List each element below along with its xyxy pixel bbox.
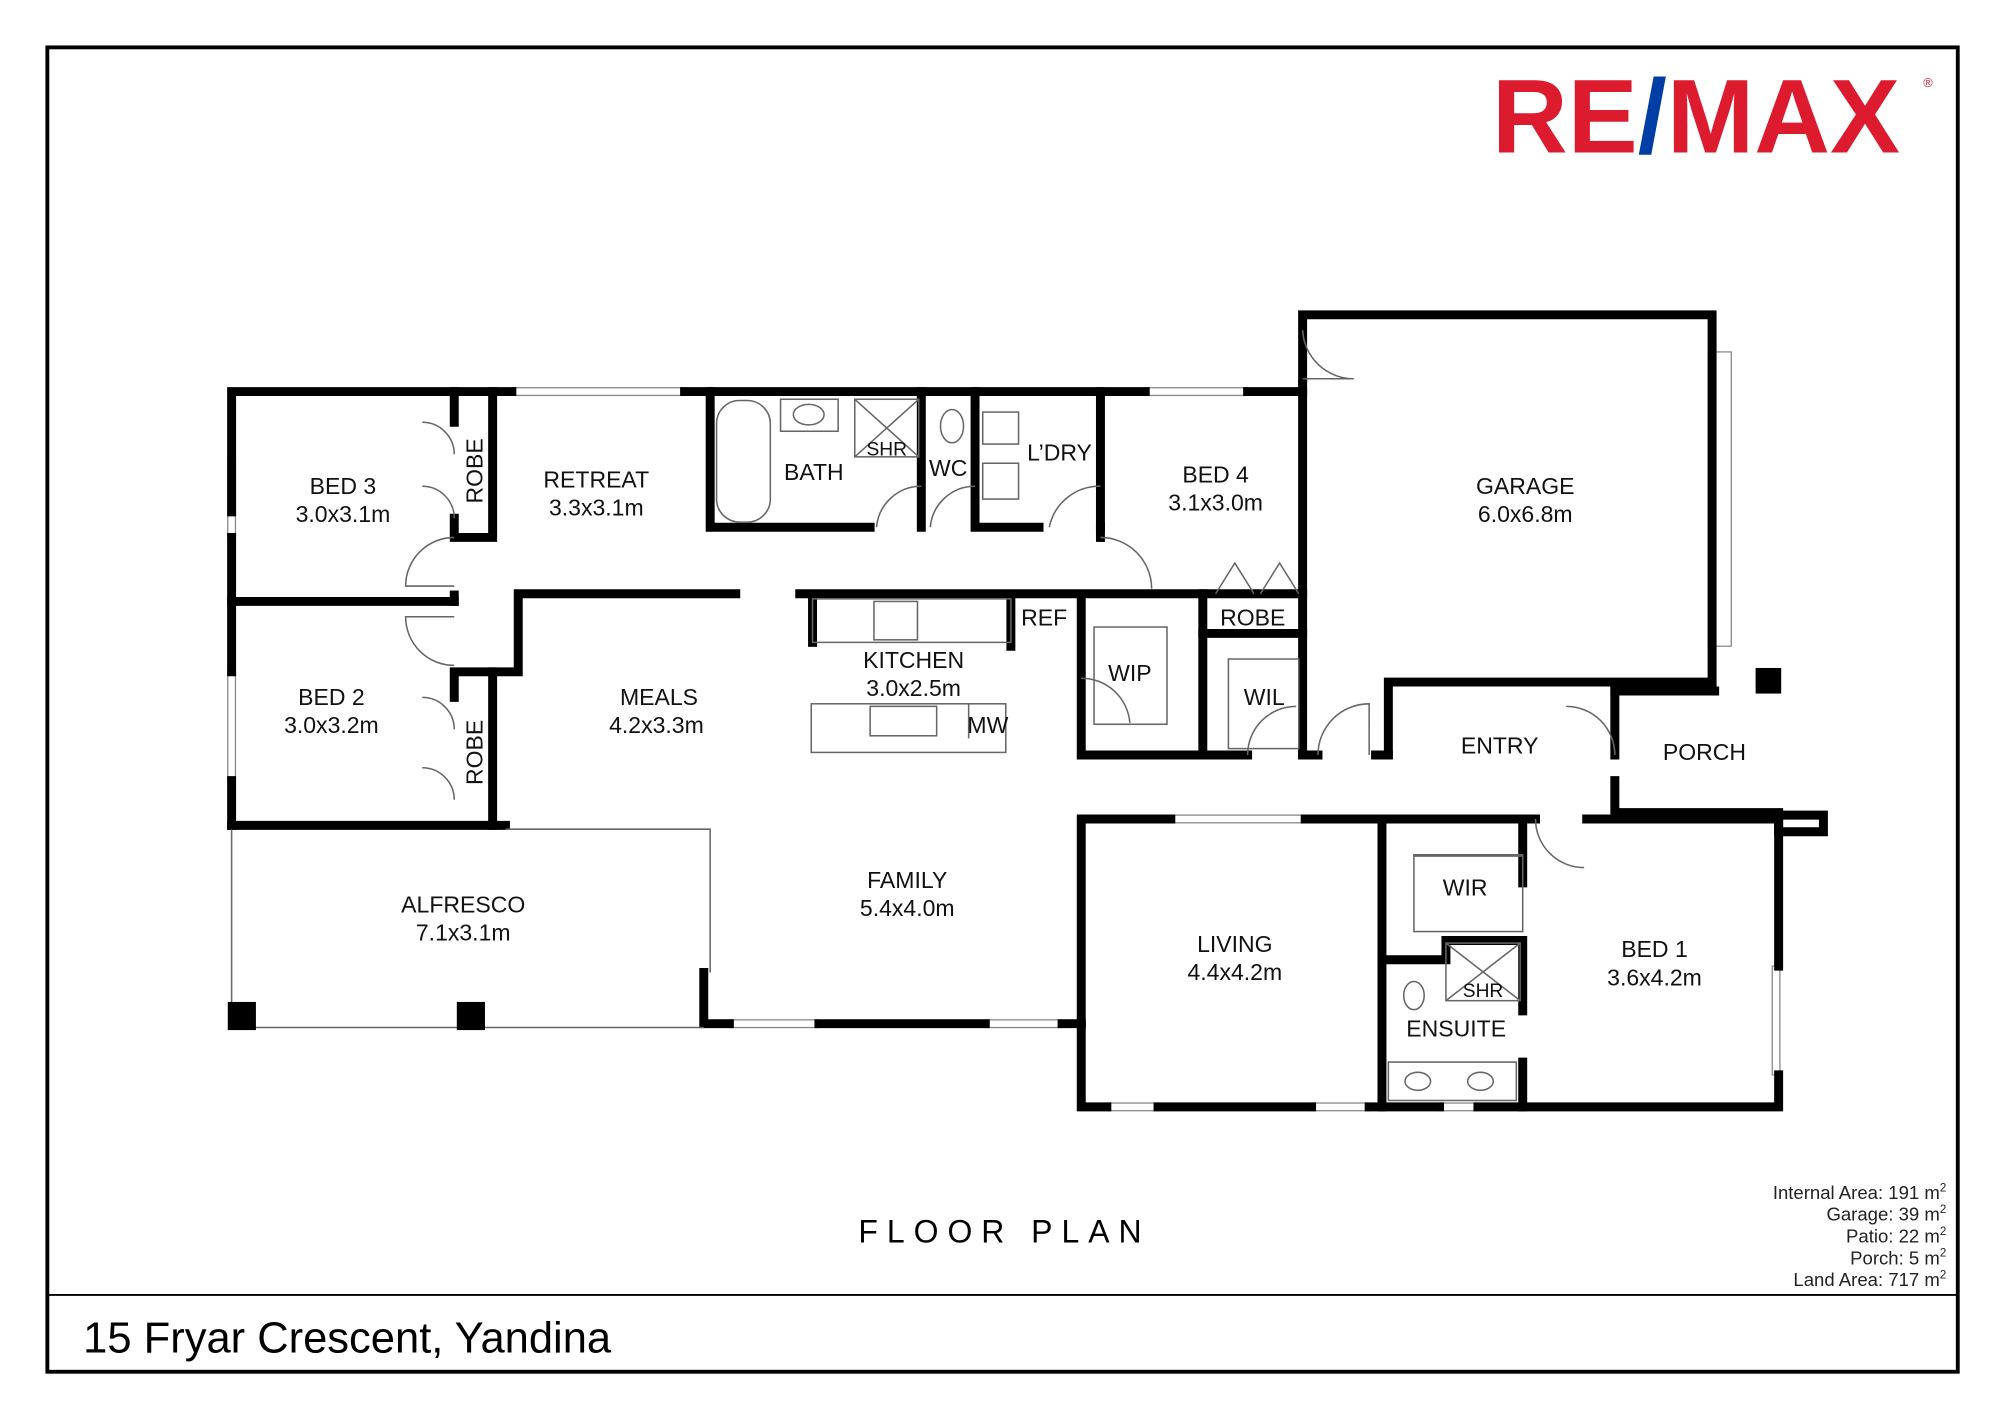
alfresco-post <box>456 1001 485 1031</box>
svg-text:3.3x3.1m: 3.3x3.1m <box>549 495 644 521</box>
svg-text:®: ® <box>1923 75 1933 90</box>
room-bed1: BED 13.6x4.2m <box>1607 936 1702 990</box>
svg-text:5.4x4.0m: 5.4x4.0m <box>860 895 955 921</box>
microwave-label: MW <box>967 712 1008 738</box>
room-porch: PORCH <box>1663 739 1746 765</box>
area-land: Land Area: 717 m2 <box>1793 1269 1946 1290</box>
area-internal: Internal Area: 191 m2 <box>1773 1182 1946 1203</box>
svg-text:BED 4: BED 4 <box>1182 461 1249 487</box>
room-robe-bed4: ROBE <box>1220 605 1285 631</box>
room-wil: WIL <box>1244 684 1285 710</box>
room-bath-shower: SHR <box>866 440 907 461</box>
svg-text:BED 1: BED 1 <box>1621 936 1688 962</box>
room-laundry: L’DRY <box>1027 440 1092 466</box>
svg-text:LIVING: LIVING <box>1197 931 1272 957</box>
room-bath: BATH <box>784 459 844 485</box>
room-bed3: BED 33.0x3.1m <box>296 473 391 527</box>
svg-text:7.1x3.1m: 7.1x3.1m <box>416 920 511 946</box>
area-garage: Garage: 39 m2 <box>1826 1204 1946 1225</box>
page-frame <box>45 45 1960 1374</box>
area-patio: Patio: 22 m2 <box>1846 1226 1946 1247</box>
svg-text:3.1x3.0m: 3.1x3.0m <box>1168 490 1263 516</box>
room-wc: WC <box>929 455 967 481</box>
alfresco-post <box>227 1001 256 1031</box>
svg-text:4.4x4.2m: 4.4x4.2m <box>1187 959 1282 985</box>
svg-text:3.0x3.1m: 3.0x3.1m <box>296 501 391 527</box>
area-summary: Internal Area: 191 m2 Garage: 39 m2 Pati… <box>1773 1182 1946 1290</box>
area-porch: Porch: 5 m2 <box>1850 1247 1946 1268</box>
svg-text:BED 3: BED 3 <box>310 473 377 499</box>
remax-logo: RE/MAX ® <box>1492 58 1933 175</box>
svg-text:MEALS: MEALS <box>620 684 698 710</box>
property-address: 15 Fryar Crescent, Yandina <box>83 1315 612 1363</box>
floor-plan-title: FLOOR PLAN <box>858 1214 1150 1250</box>
room-alfresco: ALFRESCO 7.1x3.1m <box>401 891 525 945</box>
room-ensuite: ENSUITE <box>1406 1015 1506 1041</box>
room-ref: REF <box>1021 605 1067 631</box>
svg-text:RETREAT: RETREAT <box>543 467 649 493</box>
room-robe-bed2: ROBE <box>461 720 487 785</box>
svg-text:3.0x2.5m: 3.0x2.5m <box>866 675 961 701</box>
room-ensuite-shower: SHR <box>1463 981 1504 1002</box>
svg-text:6.0x6.8m: 6.0x6.8m <box>1478 501 1573 527</box>
room-bed4: BED 4 3.1x3.0m <box>1168 461 1263 515</box>
svg-text:3.0x3.2m: 3.0x3.2m <box>284 712 379 738</box>
room-wip: WIP <box>1108 660 1151 686</box>
room-bed2: BED 23.0x3.2m <box>284 684 379 738</box>
svg-text:ALFRESCO: ALFRESCO <box>401 891 525 917</box>
svg-text:4.2x3.3m: 4.2x3.3m <box>609 712 704 738</box>
svg-text:GARAGE: GARAGE <box>1476 473 1574 499</box>
svg-text:BED 2: BED 2 <box>298 684 365 710</box>
room-robe-bed3: ROBE <box>461 438 487 503</box>
room-entry: ENTRY <box>1461 733 1539 759</box>
room-wir: WIR <box>1443 875 1488 901</box>
svg-text:FAMILY: FAMILY <box>867 867 947 893</box>
svg-text:KITCHEN: KITCHEN <box>863 647 964 673</box>
svg-text:3.6x4.2m: 3.6x4.2m <box>1607 964 1702 990</box>
svg-text:RE/MAX: RE/MAX <box>1492 58 1900 175</box>
